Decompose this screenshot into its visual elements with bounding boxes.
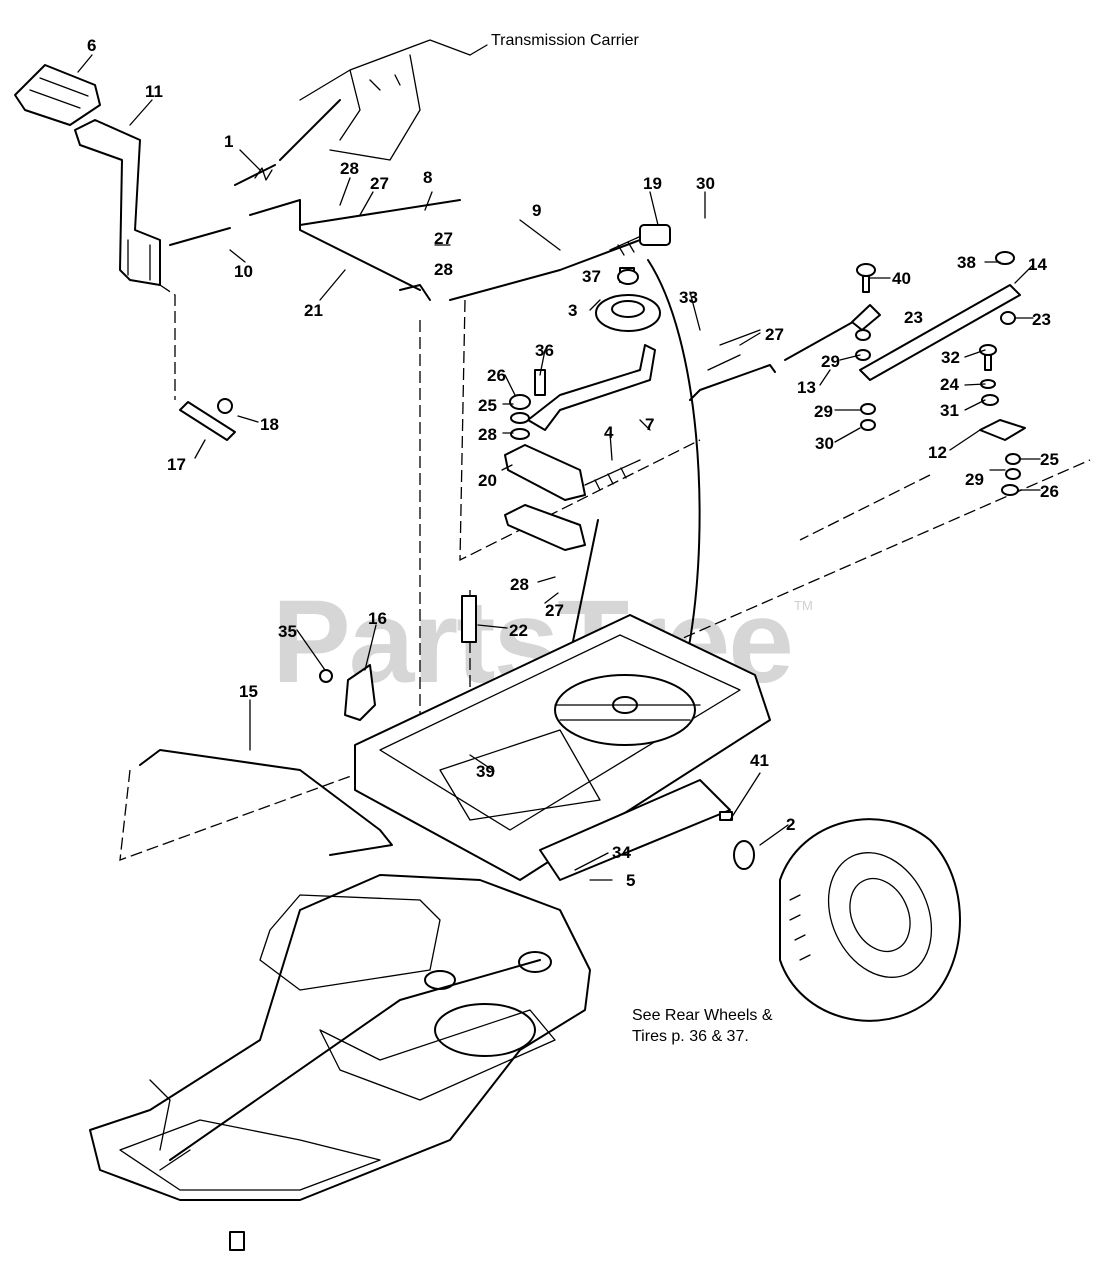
callout-26: 26: [1040, 482, 1059, 501]
callout-13: 13: [797, 378, 816, 397]
callout-21: 21: [304, 301, 323, 320]
transmission-carrier-outline: [279, 39, 488, 161]
callout-15: 15: [239, 682, 258, 701]
mower-overview: [89, 874, 591, 1251]
callout-39: 39: [476, 762, 495, 781]
callout-27-d: 27: [545, 601, 564, 620]
callout-40: 40: [892, 269, 911, 288]
rear-wheel: [779, 818, 961, 1022]
callout-18: 18: [260, 415, 279, 434]
callout-41: 41: [750, 751, 769, 770]
callout-9: 9: [532, 201, 541, 220]
callout-28-d: 28: [510, 575, 529, 594]
callout-36: 36: [535, 341, 554, 360]
callout-30-b: 30: [815, 434, 834, 453]
watermark-trademark: TM: [794, 598, 813, 613]
callout-3: 3: [568, 301, 577, 320]
callout-27: 27: [370, 174, 389, 193]
bracket-lever: [319, 664, 376, 721]
linkage-rods: [169, 164, 671, 301]
callout-28-b: 28: [434, 260, 453, 279]
callout-10: 10: [234, 262, 253, 281]
callout-34: 34: [612, 843, 631, 862]
callout-29: 29: [821, 352, 840, 371]
right-hardware: [617, 251, 1021, 496]
callout-25-b: 25: [478, 396, 497, 415]
callout-4: 4: [604, 423, 614, 442]
idler-bracket: [527, 344, 656, 431]
callout-28: 28: [340, 159, 359, 178]
callout-25: 25: [1040, 450, 1059, 469]
rear-wheels-caption-line1: See Rear Wheels &: [632, 1007, 773, 1024]
transmission-frame: [354, 614, 771, 881]
callout-2: 2: [786, 815, 795, 834]
callout-35: 35: [278, 622, 297, 641]
callout-29-c: 29: [965, 470, 984, 489]
callout-30: 30: [696, 174, 715, 193]
callout-33: 33: [679, 288, 698, 307]
long-rod: [139, 749, 393, 856]
hardware-stack: [509, 394, 531, 440]
callout-31: 31: [940, 401, 959, 420]
callout-27-c: 27: [765, 325, 784, 344]
axle-parts: [719, 811, 755, 870]
spacer: [461, 595, 477, 643]
foot-pedal: [14, 64, 101, 126]
callout-5: 5: [626, 871, 635, 890]
callout-26-b: 26: [487, 366, 506, 385]
callout-16: 16: [368, 609, 387, 628]
callout-29-b: 29: [814, 402, 833, 421]
callout-11: 11: [145, 82, 163, 101]
callout-19: 19: [643, 174, 662, 193]
callout-7: 7: [645, 415, 654, 434]
callout-38: 38: [957, 253, 976, 272]
callout-23: 23: [904, 308, 923, 327]
pedal-arm: [74, 119, 161, 286]
callout-1: 1: [224, 132, 233, 151]
callout-22: 22: [509, 621, 528, 640]
pivot-pin: [179, 398, 236, 441]
callout-8: 8: [423, 168, 432, 187]
callout-27-b: 27: [434, 229, 453, 248]
callout-23-b: 23: [1032, 310, 1051, 329]
callout-6: 6: [87, 36, 96, 55]
transmission-carrier-caption: Transmission Carrier: [491, 32, 640, 49]
callout-32: 32: [941, 348, 960, 367]
brackets: [504, 444, 641, 551]
callout-20: 20: [478, 471, 497, 490]
callout-17: 17: [167, 455, 186, 474]
right-linkage: [689, 284, 1026, 441]
rear-wheels-caption-line2: Tires p. 36 & 37.: [632, 1028, 749, 1045]
callout-leaders: [77, 54, 1041, 881]
callout-28-c: 28: [478, 425, 497, 444]
callout-37: 37: [582, 267, 601, 286]
callout-14: 14: [1028, 255, 1047, 274]
part-callouts: 6 11 1 28 27 8 19 30 9 10 21 27 28 37 3 …: [87, 36, 1059, 890]
callout-24: 24: [940, 375, 959, 394]
callout-12: 12: [928, 443, 947, 462]
